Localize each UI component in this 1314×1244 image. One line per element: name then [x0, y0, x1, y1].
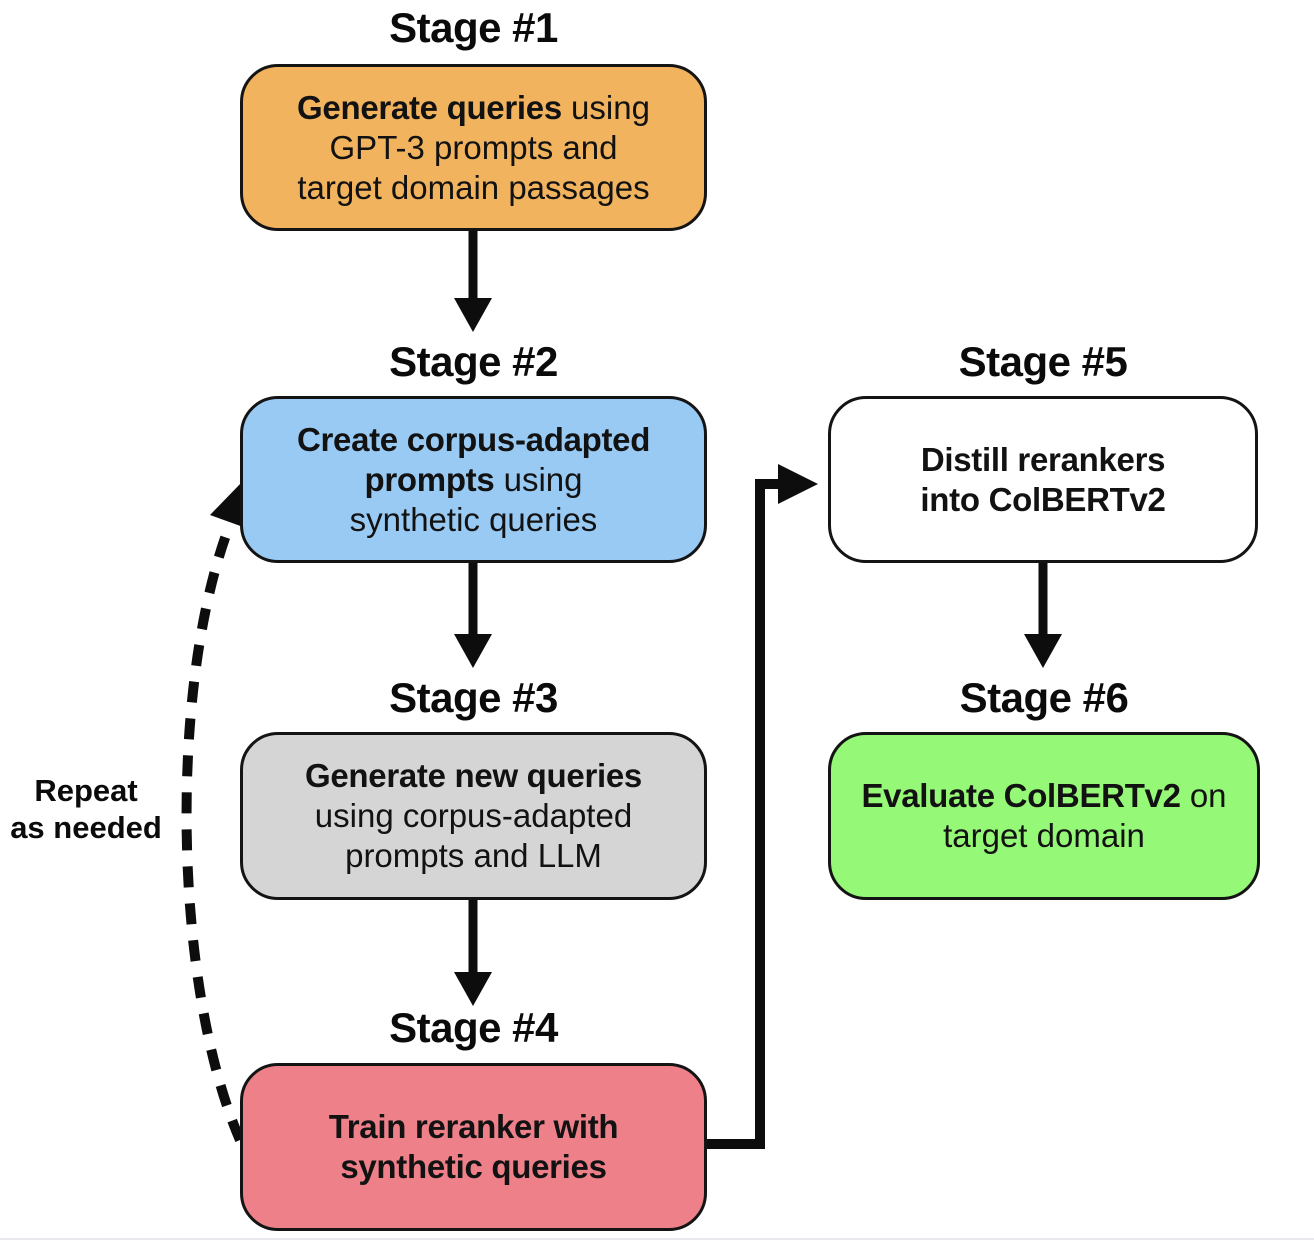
box-text-line: into ColBERTv2	[920, 480, 1166, 518]
box-text-line: prompts and LLM	[345, 837, 602, 874]
stage-5-title: Stage #5	[958, 338, 1128, 385]
box-text-line: Distill rerankers	[920, 440, 1166, 478]
box-text-line: target domain passages	[297, 168, 650, 206]
stage-2-title: Stage #2	[389, 338, 558, 385]
repeat-as-needed-label: Repeat as needed	[6, 772, 166, 846]
box-text-line: prompts using	[364, 460, 583, 498]
loop-arrow-stage4-to-stage2	[181, 482, 246, 1142]
bottom-divider	[0, 1238, 1314, 1240]
box-text-line: using corpus-adapted	[314, 797, 633, 834]
box-text-line: Evaluate ColBERTv2 on	[861, 777, 1227, 814]
connector-stage4-to-stage5	[706, 464, 818, 1149]
repeat-label-line1: Repeat	[34, 773, 138, 808]
stage-6-title: Stage #6	[959, 674, 1129, 721]
stage-4-title: Stage #4	[389, 1004, 558, 1051]
arrow-stage5-to-stage6	[1024, 563, 1062, 668]
box-text-line: GPT-3 prompts and	[329, 128, 618, 166]
box-text-line: Create corpus-adapted	[296, 420, 651, 458]
box-text-line: synthetic queries	[349, 500, 598, 538]
repeat-label-line2: as needed	[10, 810, 162, 845]
arrow-group	[181, 231, 1062, 1149]
box-text-line: synthetic queries	[340, 1148, 607, 1185]
box-text-line: Train reranker with	[328, 1108, 619, 1145]
box-text-line: Generate queries using	[297, 88, 650, 126]
box-text-line: Generate new queries	[305, 757, 642, 794]
arrow-stage2-to-stage3	[454, 563, 492, 668]
arrow-stage1-to-stage2	[454, 231, 492, 332]
box-text-line: target domain	[943, 817, 1145, 854]
stage-1-title: Stage #1	[389, 4, 558, 51]
stage-3-title: Stage #3	[389, 674, 558, 721]
arrow-stage3-to-stage4	[454, 900, 492, 1006]
